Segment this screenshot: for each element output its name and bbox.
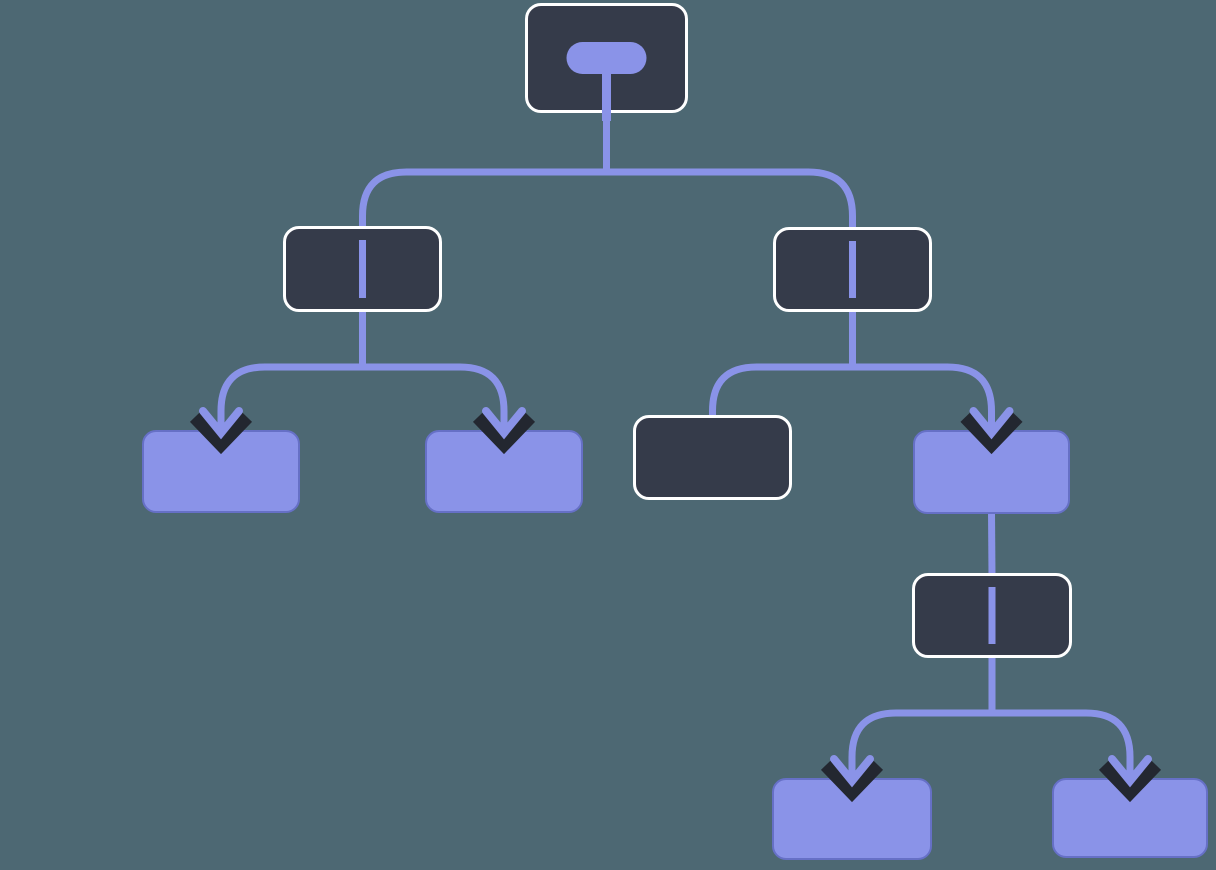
leaf-left-2-node[interactable]	[425, 430, 583, 513]
leaf-dark-node[interactable]	[633, 415, 792, 500]
root-node[interactable]	[525, 3, 688, 113]
branch-bottom-node[interactable]	[912, 573, 1072, 658]
node-mid-purple-node[interactable]	[913, 430, 1070, 514]
leaf-bottom-1-node[interactable]	[772, 778, 932, 860]
leaf-bottom-2-node[interactable]	[1052, 778, 1208, 858]
leaf-left-1-node[interactable]	[142, 430, 300, 513]
branch-right-node[interactable]	[773, 227, 932, 312]
branch-left-node[interactable]	[283, 226, 442, 312]
